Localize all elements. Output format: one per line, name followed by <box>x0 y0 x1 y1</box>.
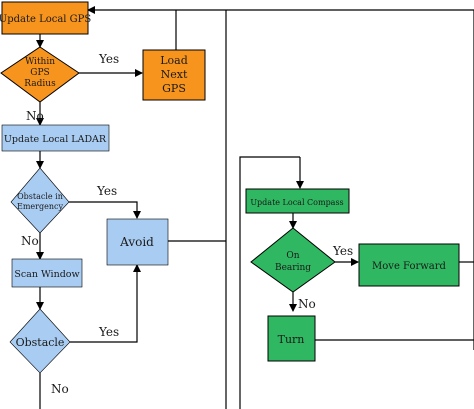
load-gps-line-1: Load <box>160 54 188 67</box>
on-bearing-diamond <box>250 227 336 293</box>
within-gps-diamond <box>0 46 80 103</box>
turn-box <box>267 315 316 362</box>
obstacle-emergency-diamond <box>10 167 70 234</box>
avoid-box <box>106 218 169 266</box>
update-compass-box <box>245 188 350 214</box>
edge-label-bearing-yes: Yes <box>332 244 353 258</box>
load-gps-line-2: Next <box>161 68 188 81</box>
edge-label-bearing-no: No <box>298 297 316 311</box>
within-gps-line-2: GPS <box>30 68 49 78</box>
connector-emergency-to-avoid <box>69 201 141 219</box>
load-gps-box <box>142 49 206 101</box>
edge-label-emerg-no: No <box>21 234 39 248</box>
update-ladar-label: Update Local LADAR <box>4 134 107 145</box>
turn-label: Turn <box>278 333 305 346</box>
within-gps-line-3: Radius <box>24 79 56 89</box>
edge-label-gps-yes: Yes <box>98 52 119 66</box>
edge-label-obstacle-yes: Yes <box>98 325 119 339</box>
load-gps-line-3: GPS <box>162 82 186 95</box>
within-gps-line-1: Within <box>25 57 55 67</box>
obstacle-emergency-line-1: Obstacle in <box>17 192 63 201</box>
update-gps-label: Update Local GPS <box>0 14 91 25</box>
scan-window-box <box>11 258 83 288</box>
move-forward-box <box>358 243 460 287</box>
obstacle-emergency-line-2: Emergency <box>17 202 63 211</box>
edge-label-gps-no: No <box>26 109 44 123</box>
edge-label-emerg-yes: Yes <box>96 184 117 198</box>
connector-obstacle-to-avoid <box>70 264 141 343</box>
move-forward-label: Move Forward <box>372 261 447 272</box>
update-ladar-box <box>1 124 110 152</box>
obstacle-diamond <box>9 308 71 374</box>
update-compass-label: Update Local Compass <box>250 198 343 207</box>
connector-compass-loop <box>239 156 300 409</box>
edge-label-obstacle-no: No <box>51 382 69 396</box>
on-bearing-line-1: On <box>286 251 299 261</box>
on-bearing-line-2: Bearing <box>275 263 311 273</box>
update-gps-box <box>1 1 89 35</box>
scan-window-label: Scan Window <box>14 269 79 280</box>
avoid-label: Avoid <box>119 235 154 249</box>
obstacle-label: Obstacle <box>16 336 65 349</box>
